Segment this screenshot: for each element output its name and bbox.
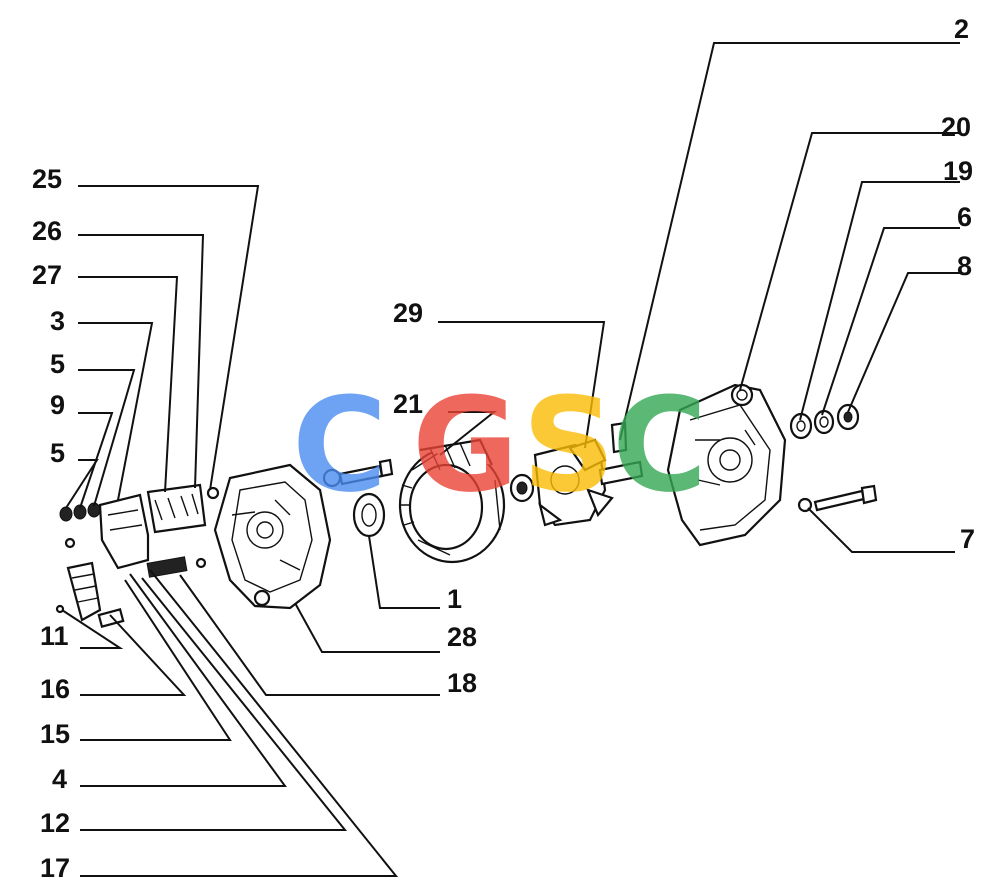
rotor-part xyxy=(509,421,644,527)
callout-7: 7 xyxy=(960,524,975,554)
callout-21: 21 xyxy=(393,389,423,419)
watermark-letter-1: C xyxy=(292,369,387,521)
leader-lines xyxy=(61,42,960,877)
stator-part xyxy=(398,438,506,564)
watermark-letter-4: C xyxy=(612,369,707,521)
through-bolt-part xyxy=(797,484,878,513)
callout-5b: 5 xyxy=(50,438,65,468)
regulator-part xyxy=(55,537,125,628)
front-housing-part xyxy=(213,463,332,610)
callout-6: 6 xyxy=(957,202,972,232)
callout-1: 1 xyxy=(447,584,462,614)
callout-16: 16 xyxy=(40,674,70,704)
alternator-parts xyxy=(55,383,878,628)
screw-part xyxy=(322,458,394,488)
callout-12: 12 xyxy=(40,808,70,838)
callout-18: 18 xyxy=(447,668,477,698)
callout-9: 9 xyxy=(50,390,65,420)
watermark-letter-2: G xyxy=(412,369,519,521)
callout-8: 8 xyxy=(957,251,972,281)
small-nuts-part xyxy=(59,502,101,522)
callout-3: 3 xyxy=(50,306,65,336)
rectifier-part xyxy=(146,483,220,569)
callout-2: 2 xyxy=(954,14,969,44)
washers-part xyxy=(789,403,860,440)
callout-20: 20 xyxy=(941,112,971,142)
callout-28: 28 xyxy=(447,622,477,652)
callout-4: 4 xyxy=(52,764,67,794)
callout-15: 15 xyxy=(40,719,70,749)
callout-29: 29 xyxy=(393,298,423,328)
callout-labels: 2 20 19 6 8 25 26 27 3 5 9 5 29 21 7 1 2… xyxy=(32,14,975,883)
brush-holder-part xyxy=(98,493,188,578)
callout-5a: 5 xyxy=(50,349,65,379)
callout-26: 26 xyxy=(32,216,62,246)
watermark: C G S C xyxy=(292,369,707,521)
callout-27: 27 xyxy=(32,260,62,290)
watermark-letter-3: S xyxy=(522,369,616,521)
callout-25: 25 xyxy=(32,164,62,194)
callout-11: 11 xyxy=(40,621,69,651)
callout-19: 19 xyxy=(943,156,973,186)
callout-17: 17 xyxy=(40,853,70,883)
